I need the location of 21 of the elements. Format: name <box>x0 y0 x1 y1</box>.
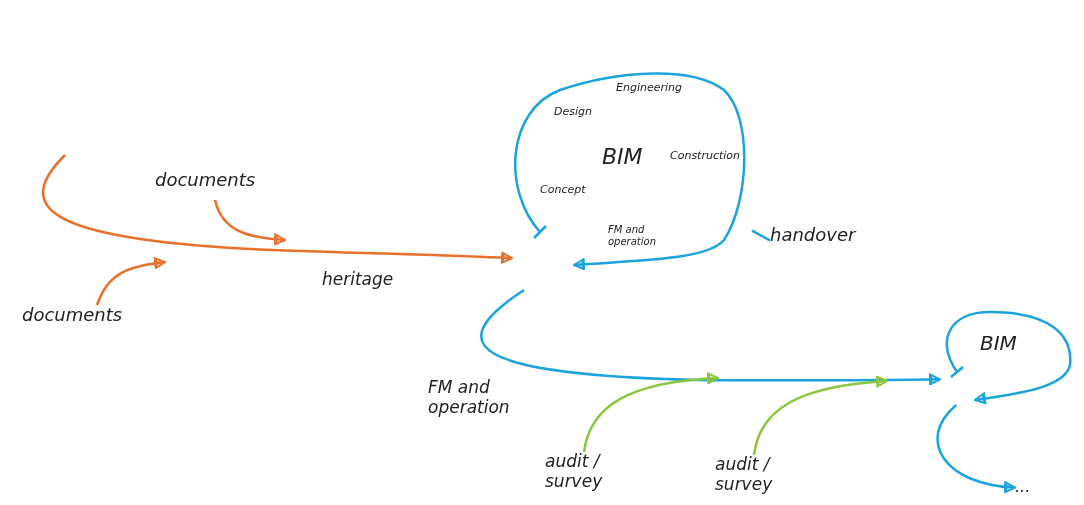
edge-label: heritage <box>322 270 394 290</box>
flow-label: audit / survey <box>715 455 774 495</box>
arrow <box>752 375 888 456</box>
flow-label: ... <box>1015 478 1031 497</box>
stage-label: Concept <box>540 184 586 197</box>
stage-label: Design <box>554 106 592 119</box>
arrow <box>582 372 719 453</box>
flow-label: audit / survey <box>545 452 604 492</box>
arrow <box>95 257 166 306</box>
stage-label: Engineering <box>616 82 682 95</box>
arrow <box>42 154 513 264</box>
arrow <box>936 404 1016 493</box>
flow-label: documents <box>22 305 123 326</box>
flow-label: handover <box>770 225 856 246</box>
stage-label: Construction <box>670 150 741 163</box>
arrow <box>213 199 286 246</box>
flow-label: documents <box>155 170 256 191</box>
arrow <box>480 289 941 386</box>
cycle-title: BIM <box>980 332 1017 355</box>
cycle-title: BIM <box>602 144 643 170</box>
stage-label: FM and operation <box>608 224 657 247</box>
